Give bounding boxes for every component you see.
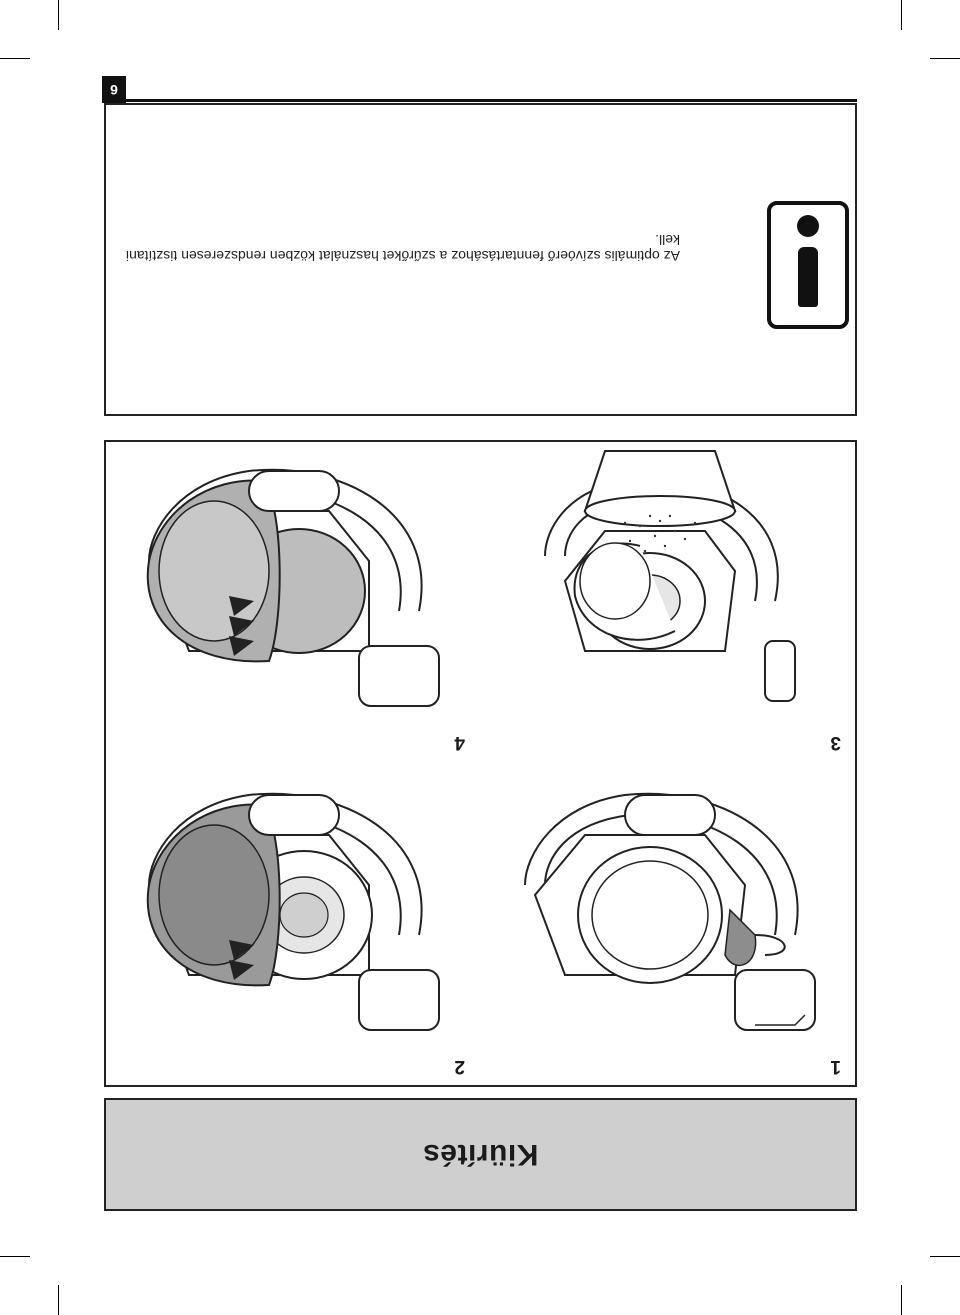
step-3: 3 <box>480 439 855 761</box>
steps-frame: 1 2 <box>104 440 857 1087</box>
exclamation-icon <box>767 201 849 329</box>
vacuum-illustration <box>146 468 440 707</box>
page-rule <box>126 99 857 102</box>
crop-mark <box>930 58 960 59</box>
step-4: 4 <box>104 439 479 761</box>
crop-mark <box>58 1285 59 1315</box>
section-title-band: Kiürítés <box>104 1098 857 1211</box>
vacuum-illustration <box>544 450 796 702</box>
crop-mark <box>0 1256 30 1257</box>
crop-mark <box>0 58 30 59</box>
note-box: Az optimális szívóerő fenntartásához a s… <box>104 103 857 416</box>
crop-mark <box>58 0 59 30</box>
section-title: Kiürítés <box>422 1138 539 1171</box>
note-text: Az optimális szívóerő fenntartásához a s… <box>125 232 680 264</box>
step-2: 2 <box>104 763 479 1085</box>
crop-mark <box>930 1256 960 1257</box>
crop-mark <box>901 0 902 30</box>
page-number: 6 <box>102 76 126 103</box>
vacuum-illustration <box>524 792 816 1031</box>
crop-mark <box>901 1285 902 1315</box>
step-1: 1 <box>480 763 855 1085</box>
vacuum-illustration <box>146 792 440 1031</box>
